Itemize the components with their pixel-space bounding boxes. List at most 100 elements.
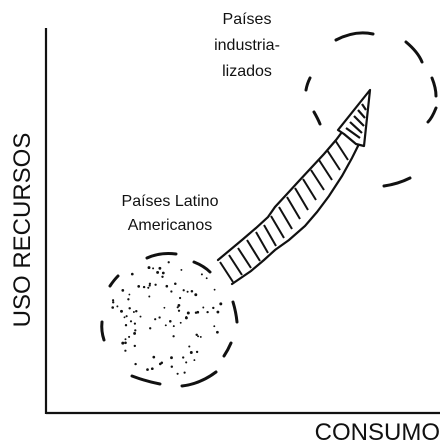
stipple-dot: [197, 335, 200, 338]
stipple-dot: [185, 361, 188, 364]
stipple-dot: [124, 338, 127, 341]
ladder-arrow: [216, 88, 372, 286]
arrow-rung: [278, 206, 293, 230]
stipple-dot: [176, 372, 179, 375]
arrow-rung: [255, 231, 269, 254]
arrow-head: [336, 88, 372, 148]
stipple-dot: [134, 362, 137, 366]
stipple-dot: [121, 341, 125, 345]
stipple-dot: [150, 367, 154, 371]
industrial-region-label: Países industria- lizados: [214, 11, 280, 80]
stipple-dot: [182, 289, 185, 292]
stipple-dot: [179, 296, 182, 300]
stipple-dot: [154, 283, 157, 286]
stipple-dot: [194, 293, 198, 297]
arrow-rung: [263, 224, 277, 247]
industrial-label-line-1: Países: [223, 11, 272, 28]
stipple-dot: [158, 362, 162, 366]
stipple-dot: [147, 266, 151, 270]
stipple-dot: [206, 310, 209, 314]
stipple-dot: [133, 322, 136, 325]
stipple-dot: [156, 270, 160, 274]
stipple-dot: [179, 321, 182, 324]
stipple-dot: [163, 306, 166, 309]
stipple-dot: [123, 316, 126, 319]
stipple-dot: [147, 286, 150, 289]
arrow-rung: [246, 239, 261, 262]
arrow-rung: [270, 215, 285, 239]
arrow-rail-left: [216, 126, 347, 262]
stipple-dot: [133, 331, 137, 335]
stipple-dot: [176, 306, 179, 309]
stipple-dot: [205, 277, 208, 280]
arrow-rung: [228, 254, 243, 276]
latin-region-dots: [111, 261, 223, 375]
arrow-rung: [326, 149, 341, 171]
stipple-dot: [170, 365, 174, 368]
stipple-dot: [152, 355, 156, 359]
stipple-dot: [172, 335, 175, 338]
stipple-dot: [212, 306, 215, 310]
stipple-dot: [170, 356, 173, 360]
stipple-dot: [216, 310, 220, 314]
stipple-dot: [135, 310, 138, 313]
stipple-dot: [213, 288, 216, 291]
stipple-dot: [180, 268, 183, 271]
stipple-dot: [133, 344, 136, 348]
stipple-dot: [132, 311, 135, 313]
arrow-rung: [237, 247, 252, 269]
latin-label-line-2: Americanos: [128, 217, 212, 234]
stipple-dot: [111, 306, 115, 309]
stipple-dot: [161, 271, 165, 275]
x-axis-title: CONSUMO: [315, 419, 440, 444]
stipple-dot: [200, 273, 203, 276]
stipple-dot: [124, 349, 127, 352]
stipple-dot: [216, 330, 219, 334]
stipple-dot: [154, 318, 157, 321]
stipple-dot: [182, 356, 185, 359]
stipple-dot: [148, 282, 152, 285]
arrow-head-hatching: [345, 103, 367, 139]
stipple-dot: [195, 333, 198, 337]
stipple-dot: [202, 306, 205, 309]
stipple-dot: [142, 285, 146, 289]
stipple-dot: [213, 325, 216, 328]
stipple-dot: [120, 309, 123, 313]
arrow-rung: [286, 196, 301, 220]
stipple-dot: [219, 302, 223, 306]
stipple-dot: [174, 282, 177, 286]
arrow-rung: [318, 159, 333, 181]
stipple-dot: [146, 368, 149, 371]
stipple-dot: [116, 305, 119, 308]
arrow-rung: [310, 169, 325, 191]
stipple-dot: [189, 351, 193, 354]
stipple-dot: [177, 309, 181, 312]
stipple-dot: [172, 325, 175, 328]
latin-region-circle: [100, 252, 239, 388]
stipple-dot: [167, 261, 170, 264]
arrow-rung: [302, 178, 317, 201]
stipple-dot: [124, 324, 128, 327]
stipple-dot: [127, 298, 130, 301]
arrow-rungs: [219, 139, 349, 283]
industrial-label-line-2: industria-: [214, 37, 280, 54]
stipple-dot: [169, 320, 172, 323]
stipple-dot: [134, 329, 137, 332]
stipple-dot: [111, 299, 115, 302]
stipple-dot: [129, 320, 133, 323]
stipple-dot: [161, 275, 164, 278]
arrow-rung: [334, 139, 349, 161]
stipple-dot: [149, 327, 152, 330]
stipple-dot: [112, 301, 115, 304]
stipple-dot: [125, 315, 128, 318]
stipple-dot: [186, 311, 190, 315]
stipple-dot: [177, 304, 181, 307]
stipple-dot: [128, 293, 131, 296]
stipple-dot: [139, 315, 142, 318]
stipple-dot: [183, 371, 186, 374]
stipple-dot: [164, 324, 167, 327]
stipple-dot: [170, 290, 173, 293]
stipple-dot: [193, 359, 196, 362]
stipple-dot: [199, 335, 202, 338]
stipple-dot: [137, 285, 141, 288]
